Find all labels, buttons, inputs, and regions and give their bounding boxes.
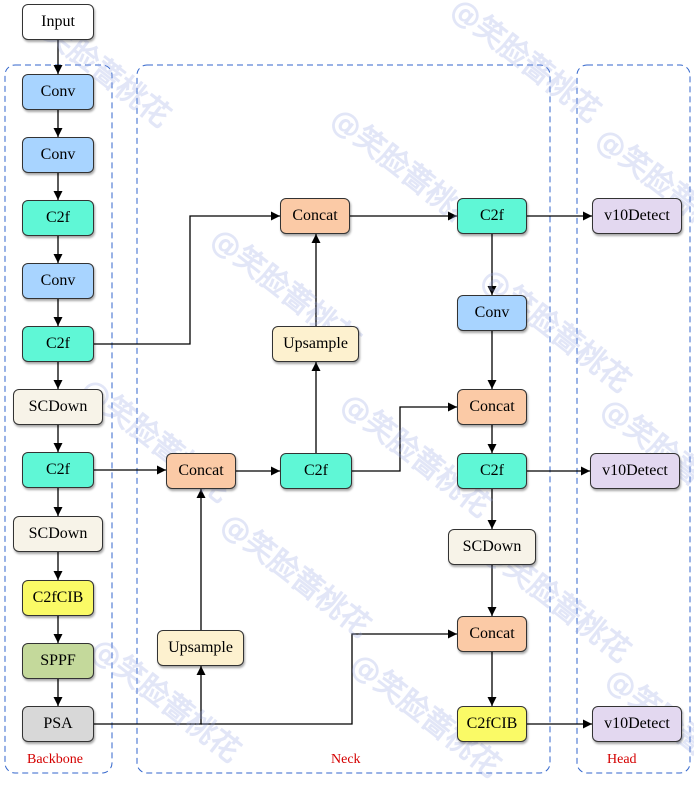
connection-layer xyxy=(4,40,691,774)
head-v10detect-2: v10Detect xyxy=(590,453,680,489)
neck-concat-mid: Concat xyxy=(166,453,236,489)
connector-arrow xyxy=(352,402,457,472)
backbone-conv-3: Conv xyxy=(22,263,94,299)
connector-arrow xyxy=(201,629,457,725)
neck-c2fcib-right: C2fCIB xyxy=(457,706,527,742)
neck-conv-right: Conv xyxy=(457,295,527,331)
neck-c2f-right-2: C2f xyxy=(457,453,527,489)
head-v10detect-1: v10Detect xyxy=(592,198,682,234)
input-node: Input xyxy=(22,4,94,40)
head-label: Head xyxy=(607,752,637,767)
neck-concat-right-2: Concat xyxy=(457,616,527,652)
neck-scdown-right: SCDown xyxy=(448,529,536,565)
neck-section xyxy=(136,64,551,774)
neck-label: Neck xyxy=(331,752,361,767)
backbone-label: Backbone xyxy=(27,752,83,767)
backbone-scdown-2: SCDown xyxy=(13,516,103,552)
backbone-conv-2: Conv xyxy=(22,137,94,173)
backbone-sppf: SPPF xyxy=(22,643,94,679)
neck-upsample-top: Upsample xyxy=(272,326,359,362)
backbone-c2f-1: C2f xyxy=(22,200,94,236)
backbone-c2fcib: C2fCIB xyxy=(22,580,94,616)
neck-upsample-bottom: Upsample xyxy=(157,630,244,666)
connector-arrow xyxy=(94,666,206,725)
backbone-c2f-2: C2f xyxy=(22,326,94,362)
head-section xyxy=(576,64,691,774)
neck-concat-top: Concat xyxy=(280,198,350,234)
neck-concat-right-1: Concat xyxy=(457,389,527,425)
backbone-scdown-1: SCDown xyxy=(13,389,103,425)
backbone-c2f-3: C2f xyxy=(22,452,94,488)
neck-c2f-right-1: C2f xyxy=(457,198,527,234)
network-diagram: @笑脸蔷桃花 @笑脸蔷桃花 @笑脸蔷桃花 @笑脸蔷桃花 @笑脸蔷桃花 @笑脸蔷桃… xyxy=(4,0,694,800)
connector-arrow xyxy=(94,211,280,345)
head-v10detect-3: v10Detect xyxy=(592,706,682,742)
backbone-psa: PSA xyxy=(22,706,94,742)
backbone-conv-1: Conv xyxy=(22,74,94,110)
neck-c2f-mid: C2f xyxy=(280,453,352,489)
